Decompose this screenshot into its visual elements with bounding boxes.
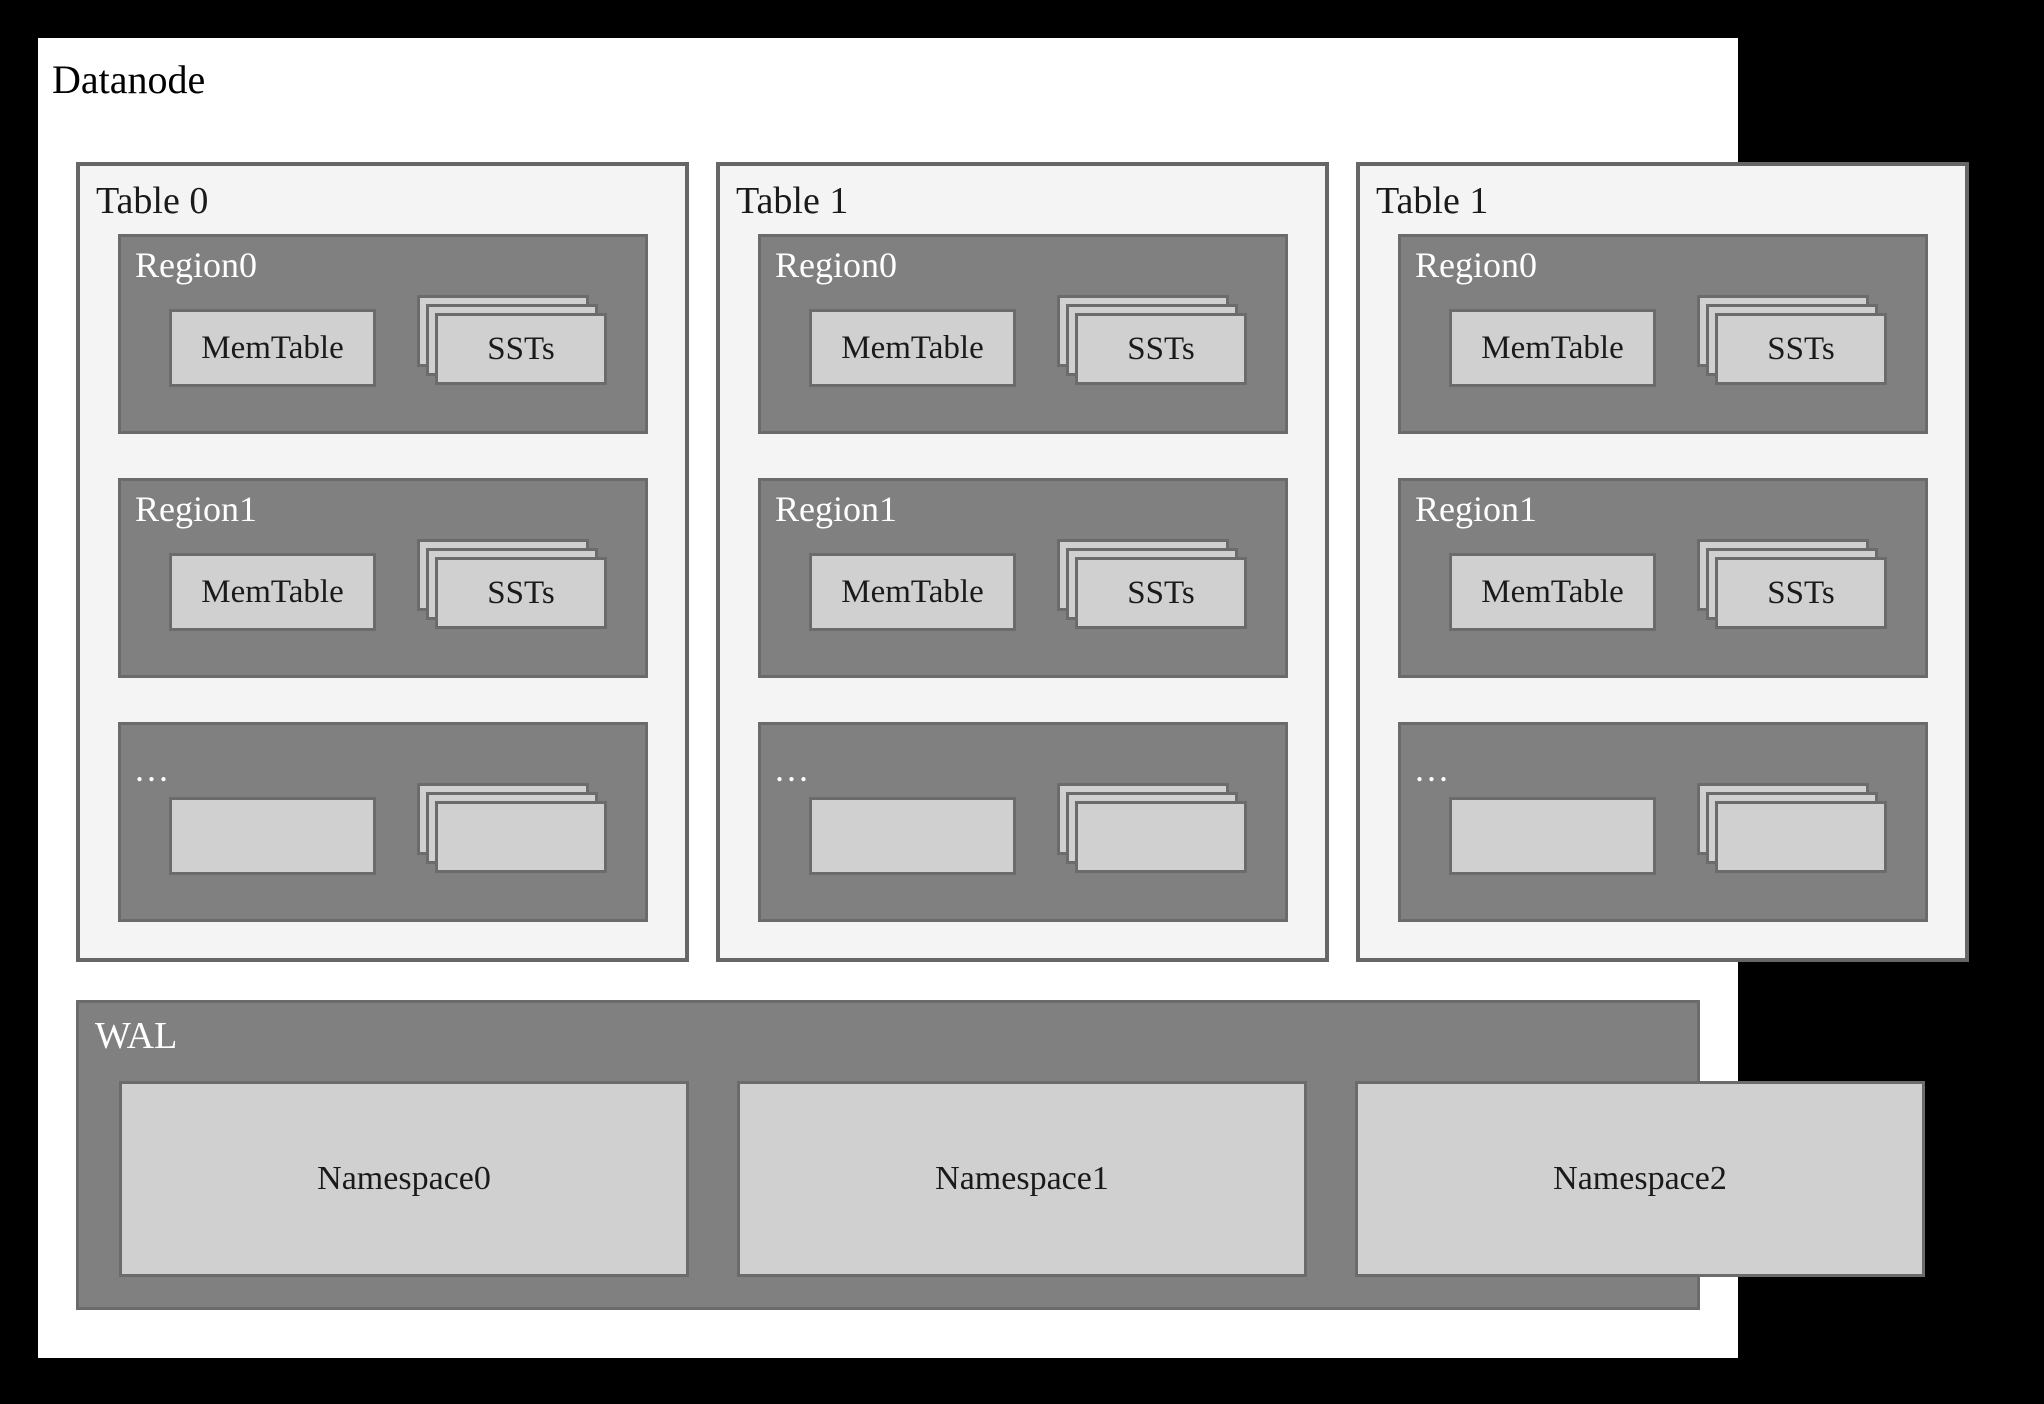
region-ellipsis-0-2: ...: [135, 749, 171, 789]
sst-sheet-front: SSTs: [435, 313, 607, 385]
region-box-0-2: ...: [118, 722, 648, 922]
sst-sheet-front: [1075, 801, 1247, 873]
region-ellipsis-1-2: ...: [775, 749, 811, 789]
memtable-box-1-1: MemTable: [809, 553, 1016, 631]
sst-stack-2-0: SSTs: [1697, 295, 1897, 400]
table-title-1: Table 1: [736, 180, 849, 222]
region-box-2-2: ...: [1398, 722, 1928, 922]
tables-row: Table 0 Region0 MemTable SSTs Region1 Me…: [76, 162, 1969, 962]
namespace-box-2: Namespace2: [1355, 1081, 1925, 1277]
region-box-1-1: Region1 MemTable SSTs: [758, 478, 1288, 678]
memtable-box-1-2: [809, 797, 1016, 875]
sst-sheet-front: SSTs: [1715, 557, 1887, 629]
sst-stack-0-2: [417, 783, 617, 888]
table-container-0: Table 0 Region0 MemTable SSTs Region1 Me…: [76, 162, 689, 962]
region-box-0-0: Region0 MemTable SSTs: [118, 234, 648, 434]
namespace-box-1: Namespace1: [737, 1081, 1307, 1277]
sst-stack-0-1: SSTs: [417, 539, 617, 644]
sst-stack-1-0: SSTs: [1057, 295, 1257, 400]
region-title-1-1: Region1: [775, 489, 897, 529]
region-title-1-0: Region0: [775, 245, 897, 285]
region-title-0-0: Region0: [135, 245, 257, 285]
region-box-0-1: Region1 MemTable SSTs: [118, 478, 648, 678]
sst-stack-2-2: [1697, 783, 1897, 888]
sst-sheet-front: [1715, 801, 1887, 873]
region-box-1-2: ...: [758, 722, 1288, 922]
table-title-0: Table 0: [96, 180, 209, 222]
page-title: Datanode: [52, 57, 206, 102]
region-box-2-0: Region0 MemTable SSTs: [1398, 234, 1928, 434]
region-box-2-1: Region1 MemTable SSTs: [1398, 478, 1928, 678]
memtable-box-0-2: [169, 797, 376, 875]
sst-sheet-front: SSTs: [1715, 313, 1887, 385]
memtable-box-2-2: [1449, 797, 1656, 875]
memtable-box-2-1: MemTable: [1449, 553, 1656, 631]
sst-sheet-front: SSTs: [1075, 557, 1247, 629]
wal-title: WAL: [95, 1015, 178, 1057]
table-container-1: Table 1 Region0 MemTable SSTs Region1 Me…: [716, 162, 1329, 962]
sst-stack-2-1: SSTs: [1697, 539, 1897, 644]
memtable-box-0-0: MemTable: [169, 309, 376, 387]
memtable-box-2-0: MemTable: [1449, 309, 1656, 387]
sst-sheet-front: [435, 801, 607, 873]
region-box-1-0: Region0 MemTable SSTs: [758, 234, 1288, 434]
region-title-2-1: Region1: [1415, 489, 1537, 529]
region-title-0-1: Region1: [135, 489, 257, 529]
memtable-box-1-0: MemTable: [809, 309, 1016, 387]
wal-container: WAL Namespace0 Namespace1 Namespace2: [76, 1000, 1925, 1310]
sst-stack-1-1: SSTs: [1057, 539, 1257, 644]
sst-sheet-front: SSTs: [435, 557, 607, 629]
region-title-2-0: Region0: [1415, 245, 1537, 285]
sst-stack-1-2: [1057, 783, 1257, 888]
region-ellipsis-2-2: ...: [1415, 749, 1451, 789]
table-title-2: Table 1: [1376, 180, 1489, 222]
datanode-canvas: Datanode Table 0 Region0 MemTable SSTs R…: [38, 38, 1969, 1358]
memtable-box-0-1: MemTable: [169, 553, 376, 631]
sst-sheet-front: SSTs: [1075, 313, 1247, 385]
namespace-box-0: Namespace0: [119, 1081, 689, 1277]
table-container-2: Table 1 Region0 MemTable SSTs Region1 Me…: [1356, 162, 1969, 962]
sst-stack-0-0: SSTs: [417, 295, 617, 400]
